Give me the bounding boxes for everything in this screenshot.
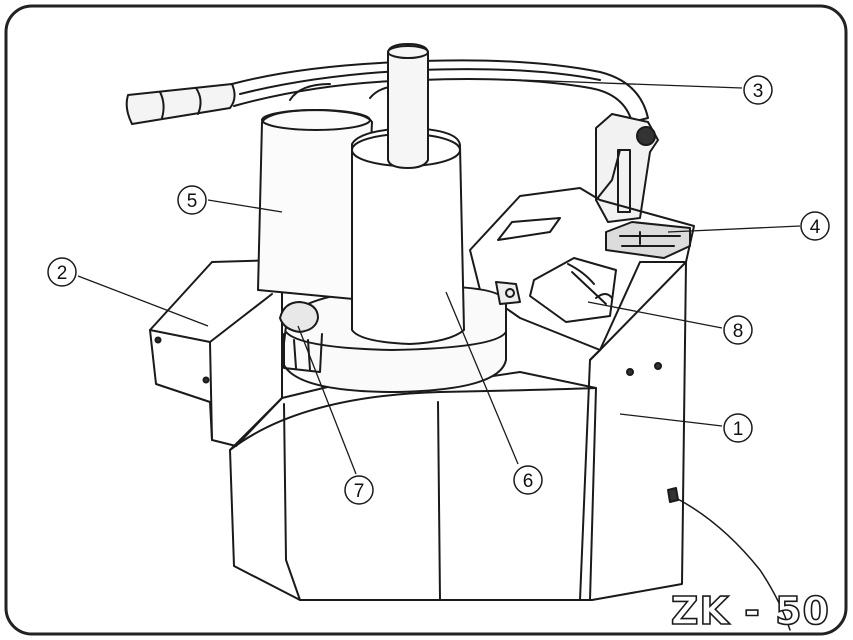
callout-5: 5 — [177, 185, 207, 215]
leader-lines — [77, 79, 801, 475]
handle-grip — [125, 83, 236, 125]
model-label: ZK - 50 — [671, 589, 830, 633]
power-cable — [671, 495, 791, 631]
feed-tube-pusher — [351, 127, 465, 345]
callout-8-label: 8 — [733, 321, 744, 342]
callout-1-label: 1 — [733, 419, 744, 440]
callout-5-label: 5 — [187, 191, 198, 212]
callout-6-label: 6 — [523, 471, 534, 492]
callout-4-label: 4 — [810, 217, 821, 238]
callout-2: 2 — [47, 257, 77, 287]
speed-dial — [529, 257, 617, 323]
callout-7-label: 7 — [354, 481, 365, 502]
callout-3-label: 3 — [753, 81, 764, 102]
motor-housing — [579, 261, 687, 601]
callout-4: 4 — [800, 211, 830, 241]
callout-6: 6 — [513, 465, 543, 495]
locking-knob — [279, 301, 319, 333]
callout-3: 3 — [743, 75, 773, 105]
callout-8: 8 — [723, 315, 753, 345]
callout-1: 1 — [723, 413, 753, 443]
safety-switch — [605, 221, 691, 259]
discharge-chute — [149, 259, 283, 447]
machine-drawing — [125, 43, 791, 631]
callout-2-label: 2 — [57, 263, 68, 284]
callout-7: 7 — [344, 475, 374, 505]
frame-border — [4, 4, 848, 636]
